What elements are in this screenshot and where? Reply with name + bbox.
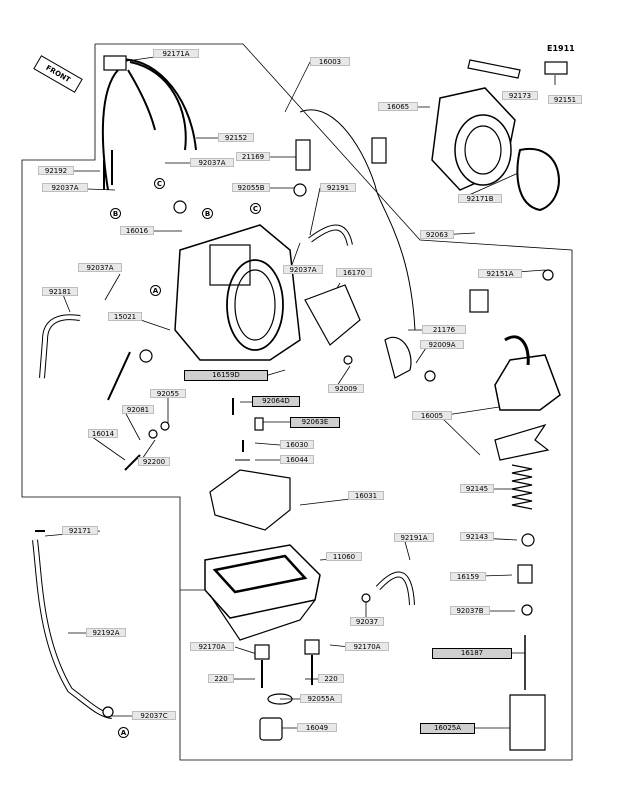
part-label-92055[interactable]: 92055 (150, 389, 186, 398)
part-label-92152[interactable]: 92152 (218, 133, 254, 142)
part-label-92170A[interactable]: 92170A (345, 642, 389, 651)
figure-id: E1911 (547, 44, 575, 53)
part-label-16030[interactable]: 16030 (280, 440, 314, 449)
part-label-92170A[interactable]: 92170A (190, 642, 234, 651)
callout-a: A (118, 727, 129, 738)
part-label-16003[interactable]: 16003 (310, 57, 350, 66)
part-label-16016[interactable]: 16016 (120, 226, 154, 235)
part-label-16187[interactable]: 16187 (432, 648, 512, 659)
part-label-92192A[interactable]: 92192A (86, 628, 126, 637)
part-label-21176[interactable]: 21176 (422, 325, 466, 334)
part-label-92151A[interactable]: 92151A (478, 269, 522, 278)
part-label-16159D[interactable]: 16159D (184, 370, 268, 381)
breather-hose-upper (101, 58, 197, 191)
part-label-92191[interactable]: 92191 (320, 183, 356, 192)
part-label-92173[interactable]: 92173 (502, 91, 538, 100)
part-label-15021[interactable]: 15021 (108, 312, 142, 321)
intake-boot (431, 87, 560, 212)
part-label-92037A[interactable]: 92037A (190, 158, 234, 167)
part-label-92171[interactable]: 92171 (62, 526, 98, 535)
part-label-16065[interactable]: 16065 (378, 102, 418, 111)
part-label-92037A[interactable]: 92037A (78, 263, 122, 272)
part-label-92055A[interactable]: 92055A (300, 694, 342, 703)
part-label-92181[interactable]: 92181 (42, 287, 78, 296)
part-label-92037B[interactable]: 92037B (450, 606, 490, 615)
throttle-cable (299, 109, 416, 331)
part-label-92171A[interactable]: 92171A (153, 49, 199, 58)
throttle-valve (304, 284, 361, 346)
assembly-boundary (21, 43, 573, 761)
part-label-92063[interactable]: 92063 (420, 230, 454, 239)
spring-92145 (511, 464, 533, 510)
gasket-16005 (494, 423, 550, 461)
part-label-16025A[interactable]: 16025A (420, 723, 475, 734)
part-label-92145[interactable]: 92145 (460, 484, 494, 493)
part-label-92151[interactable]: 92151 (548, 95, 582, 104)
part-label-92037[interactable]: 92037 (350, 617, 384, 626)
cover-16025A (509, 694, 546, 751)
callout-c: C (250, 203, 261, 214)
part-label-92055B[interactable]: 92055B (232, 183, 270, 192)
part-label-16170[interactable]: 16170 (336, 268, 372, 277)
part-label-92192[interactable]: 92192 (38, 166, 74, 175)
throttle-cover (494, 354, 561, 411)
callout-b: B (110, 208, 121, 219)
part-label-16031[interactable]: 16031 (348, 491, 384, 500)
part-label-16005[interactable]: 16005 (412, 411, 452, 420)
callout-a: A (150, 285, 161, 296)
part-label-21169[interactable]: 21169 (236, 152, 270, 161)
part-label-92143[interactable]: 92143 (460, 532, 494, 541)
part-label-16014[interactable]: 16014 (88, 429, 118, 438)
part-label-16159[interactable]: 16159 (450, 572, 486, 581)
part-label-92200[interactable]: 92200 (138, 457, 170, 466)
part-label-220[interactable]: 220 (208, 674, 234, 683)
part-label-220[interactable]: 220 (318, 674, 344, 683)
part-label-92037A[interactable]: 92037A (283, 265, 323, 274)
part-label-92063E[interactable]: 92063E (290, 417, 340, 428)
part-label-16044[interactable]: 16044 (280, 455, 314, 464)
part-label-92081[interactable]: 92081 (122, 405, 154, 414)
carburetor-body (174, 224, 301, 361)
part-label-16049[interactable]: 16049 (297, 723, 337, 732)
part-label-92171B[interactable]: 92171B (458, 194, 502, 203)
part-label-92009A[interactable]: 92009A (420, 340, 464, 349)
part-label-11060[interactable]: 11060 (326, 552, 362, 561)
part-label-92191A[interactable]: 92191A (394, 533, 434, 542)
part-label-92009[interactable]: 92009 (328, 384, 364, 393)
part-label-92064D[interactable]: 92064D (252, 396, 300, 407)
callout-b: B (202, 208, 213, 219)
float-bowl (204, 544, 321, 641)
slide-16031 (209, 469, 291, 531)
part-label-92037A[interactable]: 92037A (42, 183, 88, 192)
clamp-92173 (467, 59, 521, 79)
part-label-92037C[interactable]: 92037C (132, 711, 176, 720)
drain-plug (259, 717, 283, 741)
callout-c: C (154, 178, 165, 189)
